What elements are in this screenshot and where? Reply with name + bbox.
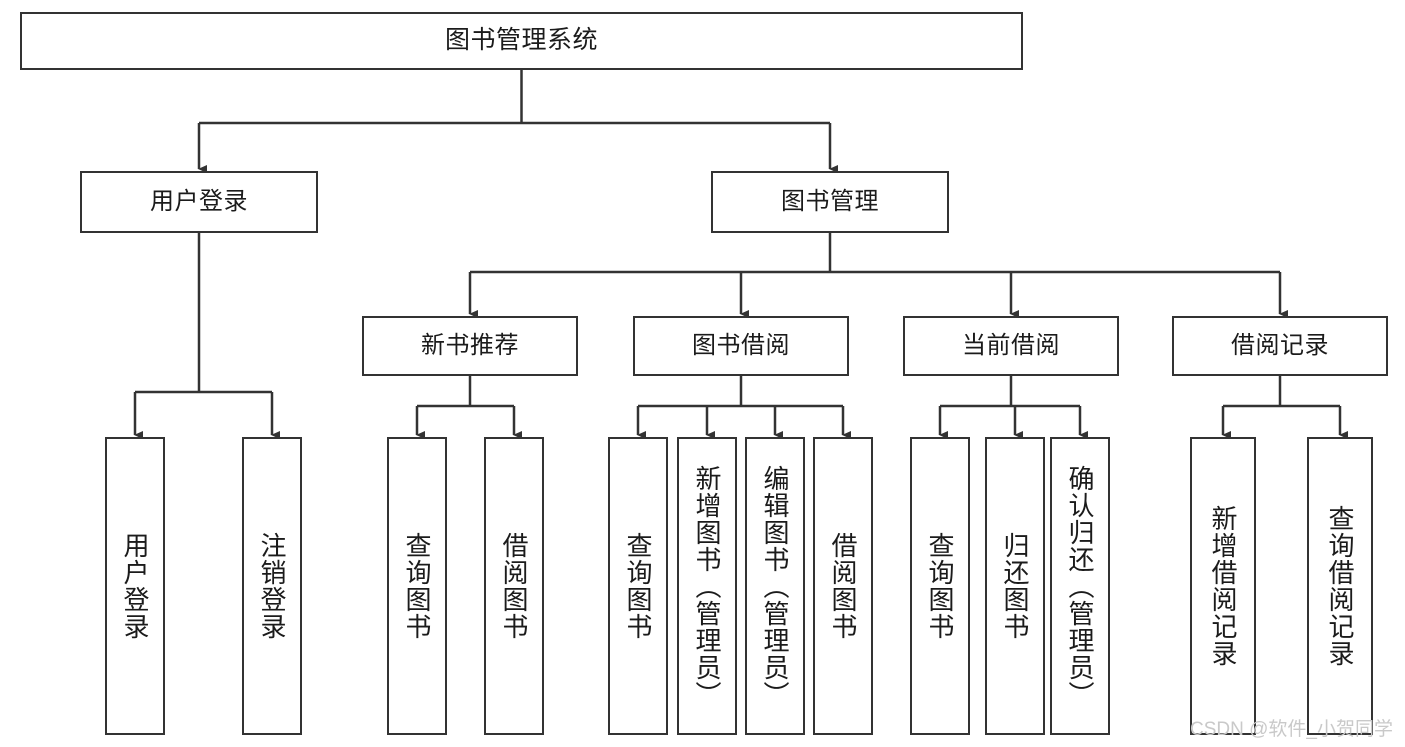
node-label: 查询图书 [623,532,653,640]
node-label: 图书管理系统 [444,26,598,55]
node-label: 当前借阅 [962,331,1060,359]
node-label: 新增借阅记录 [1208,505,1238,667]
node-leaf-13[interactable]: 查询借阅记录 [1307,437,1373,735]
node-label: 新书推荐 [421,331,519,359]
node-leaf-2[interactable]: 注销登录 [242,437,302,735]
node-root[interactable]: 图书管理系统 [20,12,1023,70]
node-label: 查询借阅记录 [1325,505,1355,667]
node-leaf-3[interactable]: 查询图书 [387,437,447,735]
node-label: 用户登录 [120,532,150,640]
node-label: 借阅记录 [1231,331,1329,359]
node-leaf-5[interactable]: 查询图书 [608,437,668,735]
node-leaf-1[interactable]: 用户登录 [105,437,165,735]
node-bookmgmt[interactable]: 图书管理 [711,171,949,233]
node-label: 图书借阅 [692,331,790,359]
node-label: 借阅图书 [499,532,529,640]
node-leaf-8[interactable]: 借阅图书 [813,437,873,735]
node-label: 图书管理 [781,187,879,215]
node-leaf-10[interactable]: 归还图书 [985,437,1045,735]
node-label: 注销登录 [257,532,287,640]
node-borrow[interactable]: 图书借阅 [633,316,849,376]
node-leaf-7[interactable]: 编辑图书（管理员） [745,437,805,735]
node-records[interactable]: 借阅记录 [1172,316,1388,376]
node-label: 编辑图书（管理员） [760,464,790,708]
node-leaf-6[interactable]: 新增图书（管理员） [677,437,737,735]
node-leaf-12[interactable]: 新增借阅记录 [1190,437,1256,735]
node-label: 用户登录 [150,187,248,215]
node-label: 查询图书 [402,532,432,640]
node-label: 归还图书 [1000,532,1030,640]
node-label: 确认归还（管理员） [1065,464,1095,708]
node-leaf-4[interactable]: 借阅图书 [484,437,544,735]
node-login[interactable]: 用户登录 [80,171,318,233]
node-newbooks[interactable]: 新书推荐 [362,316,578,376]
node-leaf-11[interactable]: 确认归还（管理员） [1050,437,1110,735]
node-leaf-9[interactable]: 查询图书 [910,437,970,735]
edges [133,70,1348,439]
node-label: 借阅图书 [828,532,858,640]
node-label: 新增图书（管理员） [692,464,722,708]
node-label: 查询图书 [925,532,955,640]
csdn-watermark: CSDN @软件_小贺同学 [1190,719,1393,740]
node-current[interactable]: 当前借阅 [903,316,1119,376]
